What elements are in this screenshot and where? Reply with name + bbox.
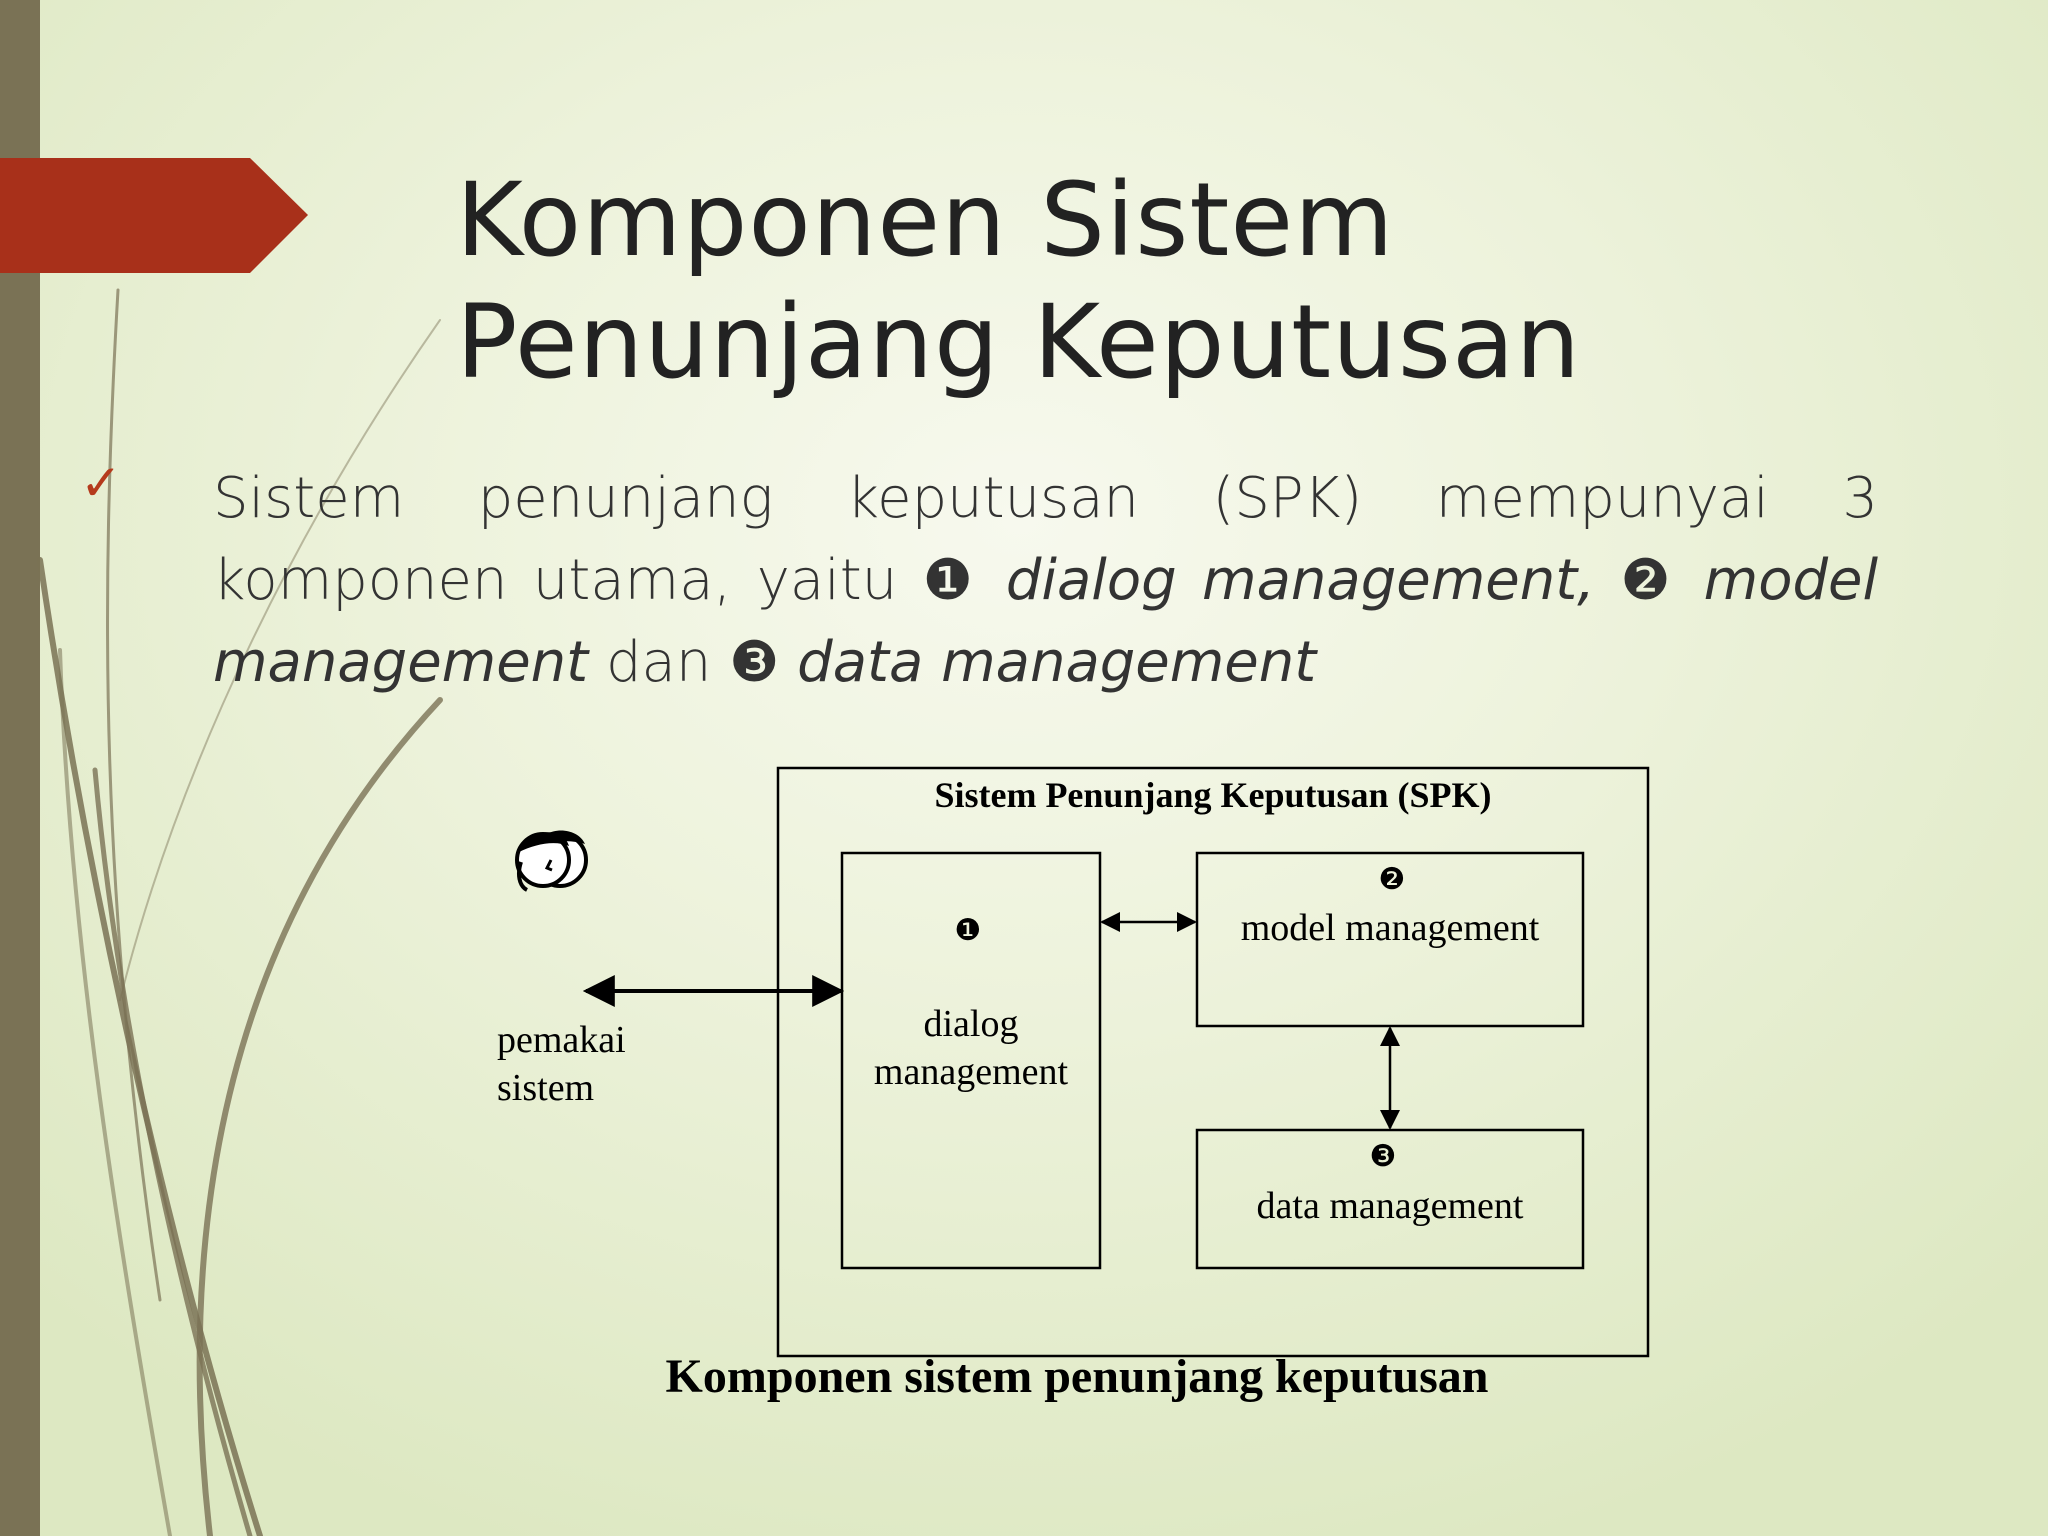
user-label-line-2: sistem [497,1067,594,1109]
title-arrow-banner [0,158,308,273]
data-label: data management [1257,1185,1524,1227]
dialog-label-line-1: dialog [924,1003,1019,1045]
title-line-1: Komponen Sistem [456,161,1395,280]
model-number: ❷ [1379,862,1406,897]
user-label-line-1: pemakai [497,1019,626,1061]
title-line-2: Penunjang Keputusan [456,283,1582,402]
checkmark-bullet-icon: ✓ [80,454,122,512]
bullet-text: Sistem penunjang keputusan (SPK) mempuny… [213,458,1878,704]
dialog-number: ❶ [955,913,982,948]
bullet-text-2: dan [605,630,712,695]
dialog-label-line-2: management [874,1051,1069,1093]
bullet-num-3: ❸ [729,630,780,695]
bullet-text-1: Sistem penunjang keputusan (SPK) mempuny… [213,466,1878,613]
bullet-italic-3: data management [797,630,1317,695]
spk-outer-title: Sistem Penunjang Keputusan (SPK) [934,775,1491,815]
diagram-caption: Komponen sistem penunjang keputusan [666,1350,1489,1403]
bullet-italic-2: model management [213,548,1879,695]
slide-title: Komponen Sistem Penunjang Keputusan [456,160,1956,404]
bullet-num-1: ❶ [922,548,981,613]
spk-outer-box [776,766,1650,1358]
data-management-box [1195,1128,1585,1270]
dialog-management-box [840,851,1102,1270]
bullet-italic-1: dialog management, [1005,548,1595,613]
model-label: model management [1241,907,1540,949]
data-number: ❸ [1370,1139,1397,1174]
user-people-icon [515,830,588,892]
bullet-num-2: ❷ [1620,548,1679,613]
